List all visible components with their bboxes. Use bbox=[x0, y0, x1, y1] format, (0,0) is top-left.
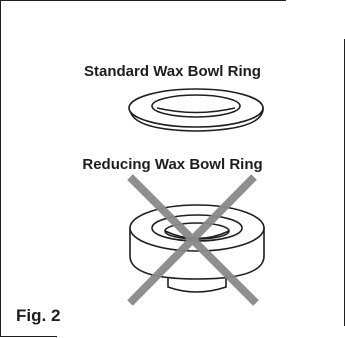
figure-caption: Fig. 2 bbox=[16, 306, 61, 325]
standard-ring-label: Standard Wax Bowl Ring bbox=[84, 63, 261, 80]
reducing-ring-label: Reducing Wax Bowl Ring bbox=[82, 156, 263, 173]
standard-wax-ring-icon bbox=[128, 88, 264, 132]
frame-gap-bottom bbox=[57, 326, 345, 338]
frame-gap-top-right bbox=[286, 0, 345, 39]
crossed-out-x-icon bbox=[127, 174, 259, 306]
